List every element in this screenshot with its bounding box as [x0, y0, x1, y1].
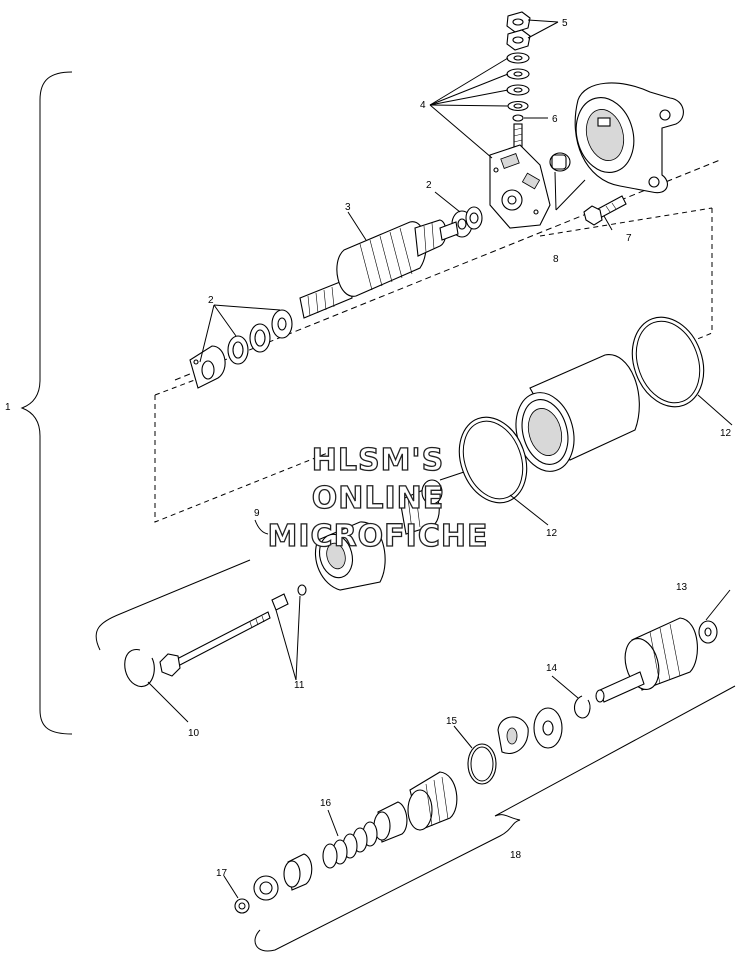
drive-housing-part-9 — [314, 479, 443, 591]
lower-bracket — [254, 685, 736, 952]
o-ring-part-12-right-inner — [635, 320, 701, 404]
dashed-axis-line — [174, 159, 721, 381]
clip-part-17 — [234, 898, 250, 914]
callout-11: 11 — [294, 680, 305, 691]
clutch-collar — [373, 801, 408, 843]
assembly-brace — [20, 71, 73, 735]
spring-part-16 — [322, 821, 378, 869]
watermark-line-1: HLSM'S — [312, 443, 444, 478]
washer-stack-part-4 — [506, 52, 530, 112]
snap-ring-part-15-inner — [470, 746, 494, 782]
callout-13: 13 — [676, 582, 688, 593]
end-cap-housing — [574, 82, 684, 194]
callout-2-lower: 2 — [208, 295, 214, 306]
spring-seat — [283, 853, 313, 891]
dashed-outline-upper — [154, 207, 713, 523]
bushing-part-8 — [549, 152, 571, 172]
nut-part-5 — [506, 11, 531, 51]
o-ring-part-12-left-inner — [462, 420, 524, 500]
callout-7: 7 — [626, 233, 632, 244]
callout-6: 6 — [552, 114, 558, 125]
leader-lines — [147, 19, 733, 899]
washers-lower-part-2 — [189, 309, 293, 389]
washers-upper-part-2 — [451, 206, 483, 238]
callout-4: 4 — [420, 100, 426, 111]
stop-collar — [253, 875, 279, 901]
armature-part-3 — [299, 219, 459, 319]
callout-8: 8 — [553, 254, 559, 265]
callout-14: 14 — [546, 663, 558, 674]
callout-12-left: 12 — [546, 528, 558, 539]
clip-part-14 — [573, 695, 591, 719]
watermark-line-3: MICROFICHE — [268, 519, 489, 554]
callout-9: 9 — [254, 508, 260, 519]
clip-part-17-inner — [238, 902, 246, 910]
snap-ring-part-10 — [124, 649, 155, 687]
callout-3: 3 — [345, 202, 351, 213]
callout-2-upper: 2 — [426, 180, 432, 191]
callout-5: 5 — [562, 18, 568, 29]
callout-17: 17 — [216, 868, 228, 879]
bolt-part-7 — [583, 195, 627, 226]
snap-ring-part-15 — [467, 743, 497, 785]
callout-16: 16 — [320, 798, 332, 809]
o-ring-part-12-left — [458, 416, 528, 504]
overrunning-clutch — [407, 771, 458, 831]
brush-plate — [489, 144, 551, 229]
callout-10: 10 — [188, 728, 200, 739]
o-ring-part-6 — [512, 114, 524, 122]
thrust-washers — [497, 707, 563, 754]
watermark-line-2: ONLINE — [312, 481, 445, 516]
callout-12-right: 12 — [720, 428, 732, 439]
callout-15: 15 — [446, 716, 458, 727]
through-bolt-part-11 — [159, 584, 307, 677]
callout-1: 1 — [5, 402, 11, 413]
pinion-gear-shaft — [595, 617, 718, 703]
field-housing — [515, 354, 640, 472]
callout-18: 18 — [510, 850, 522, 861]
o-ring-part-12-right — [631, 316, 705, 408]
